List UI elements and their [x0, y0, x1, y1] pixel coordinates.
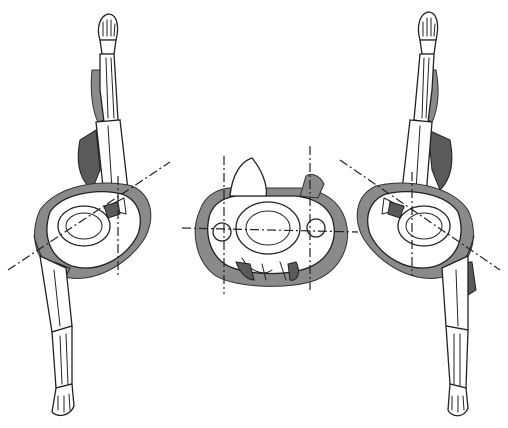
left-upper-hand — [98, 14, 117, 54]
central-cross-section — [182, 146, 358, 294]
left-lower-leg — [40, 256, 74, 415]
right-upper-forearm — [414, 54, 438, 122]
right-arm-figure — [340, 12, 500, 416]
right-upper-hand — [418, 12, 437, 54]
left-arm-figure — [8, 14, 170, 415]
right-lower-leg — [442, 256, 468, 416]
left-upper-forearm — [91, 54, 118, 122]
